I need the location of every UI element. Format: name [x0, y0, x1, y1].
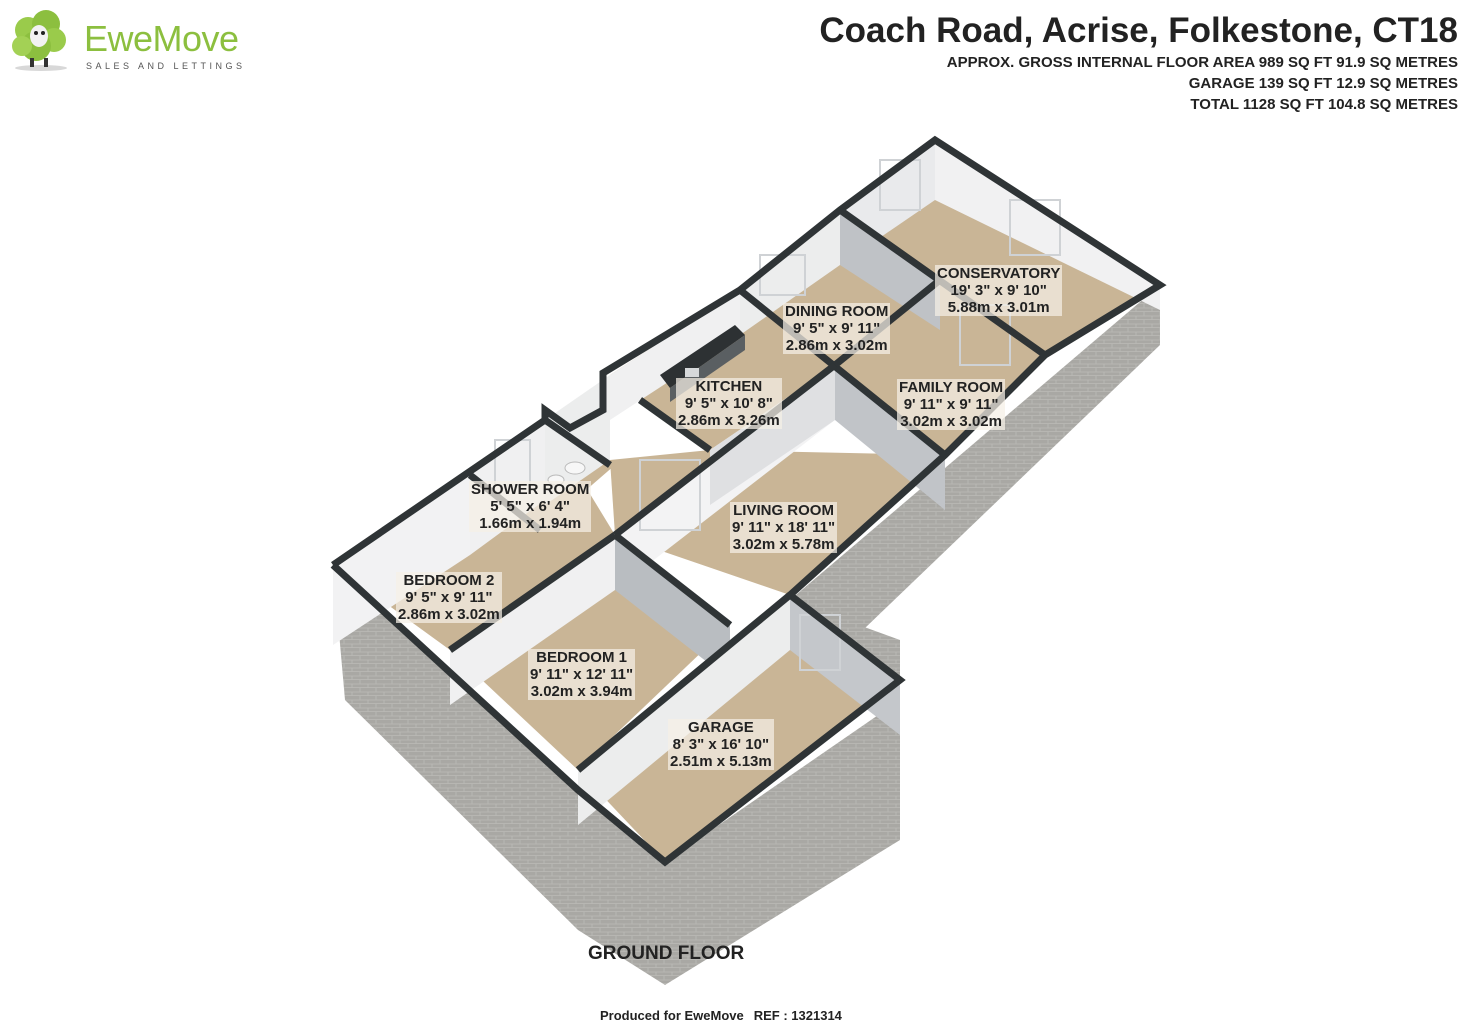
room-label-bedroom-2: BEDROOM 2 9' 5" x 9' 11" 2.86m x 3.02m	[396, 572, 502, 623]
room-imperial: 9' 11" x 18' 11"	[730, 519, 838, 536]
room-name: BEDROOM 2	[396, 572, 502, 589]
room-label-family-room: FAMILY ROOM 9' 11" x 9' 11" 3.02m x 3.02…	[897, 379, 1006, 430]
kitchen-floor	[610, 290, 835, 450]
room-label-conservatory: CONSERVATORY 19' 3" x 9' 10" 5.88m x 3.0…	[935, 265, 1063, 316]
room-metric: 2.51m x 5.13m	[668, 753, 774, 770]
room-metric: 3.02m x 3.94m	[528, 683, 636, 700]
room-imperial: 9' 11" x 9' 11"	[897, 396, 1006, 413]
room-metric: 5.88m x 3.01m	[935, 299, 1063, 316]
room-metric: 2.86m x 3.02m	[396, 606, 502, 623]
room-name: DINING ROOM	[783, 303, 891, 320]
room-name: KITCHEN	[676, 378, 782, 395]
produced-for: Produced for EweMove	[600, 1008, 744, 1023]
room-imperial: 5' 5" x 6' 4"	[469, 498, 592, 515]
total-area-line: TOTAL 1128 SQ FT 104.8 SQ METRES	[1190, 96, 1458, 113]
room-name: CONSERVATORY	[935, 265, 1063, 282]
room-label-garage: GARAGE 8' 3" x 16' 10" 2.51m x 5.13m	[668, 719, 774, 770]
room-imperial: 8' 3" x 16' 10"	[668, 736, 774, 753]
brand-name: EweMove	[84, 18, 239, 59]
room-name: BEDROOM 1	[528, 649, 636, 666]
room-name: SHOWER ROOM	[469, 481, 592, 498]
room-label-bedroom-1: BEDROOM 1 9' 11" x 12' 11" 3.02m x 3.94m	[528, 649, 636, 700]
room-metric: 2.86m x 3.26m	[676, 412, 782, 429]
room-metric: 3.02m x 3.02m	[897, 413, 1006, 430]
room-name: GARAGE	[668, 719, 774, 736]
property-address: Coach Road, Acrise, Folkestone, CT18	[819, 11, 1458, 50]
footer-credit: Produced for EweMove REF : 1321314	[600, 1008, 842, 1023]
room-label-dining-room: DINING ROOM 9' 5" x 9' 11" 2.86m x 3.02m	[783, 303, 891, 354]
room-label-kitchen: KITCHEN 9' 5" x 10' 8" 2.86m x 3.26m	[676, 378, 782, 429]
room-imperial: 9' 5" x 9' 11"	[396, 589, 502, 606]
room-name: FAMILY ROOM	[897, 379, 1006, 396]
room-name: LIVING ROOM	[730, 502, 838, 519]
room-imperial: 9' 5" x 9' 11"	[783, 320, 891, 337]
exterior-walls	[333, 285, 1160, 985]
room-metric: 2.86m x 3.02m	[783, 337, 891, 354]
floor-area-line: APPROX. GROSS INTERNAL FLOOR AREA 989 SQ…	[946, 54, 1458, 71]
room-metric: 3.02m x 5.78m	[730, 536, 838, 553]
garage-area-line: GARAGE 139 SQ FT 12.9 SQ METRES	[1188, 75, 1458, 92]
ewemove-logo: EweMove SALES AND LETTINGS	[6, 6, 246, 72]
room-label-shower-room: SHOWER ROOM 5' 5" x 6' 4" 1.66m x 1.94m	[469, 481, 592, 532]
room-imperial: 9' 5" x 10' 8"	[676, 395, 782, 412]
property-header: Coach Road, Acrise, Folkestone, CT18 APP…	[819, 10, 1458, 115]
floor-label: GROUND FLOOR	[588, 943, 745, 964]
room-imperial: 9' 11" x 12' 11"	[528, 666, 636, 683]
room-metric: 1.66m x 1.94m	[469, 515, 592, 532]
room-label-living-room: LIVING ROOM 9' 11" x 18' 11" 3.02m x 5.7…	[730, 502, 838, 553]
room-imperial: 19' 3" x 9' 10"	[935, 282, 1063, 299]
sheep-mascot-icon	[12, 10, 67, 71]
reference-number: REF : 1321314	[753, 1008, 842, 1023]
brand-tagline: SALES AND LETTINGS	[86, 61, 246, 71]
